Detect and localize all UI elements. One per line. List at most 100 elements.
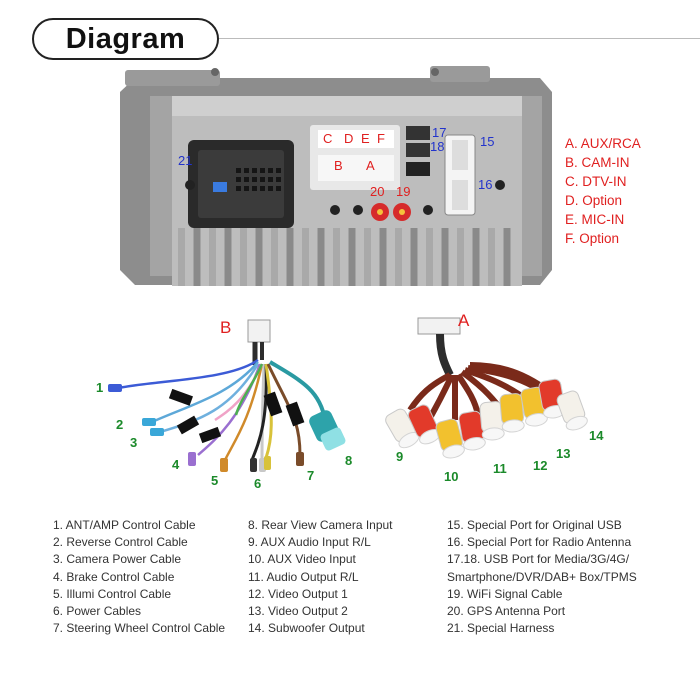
bracket-left: [125, 70, 220, 86]
heatsink-fin: [286, 228, 294, 286]
desc-item: 19. WiFi Signal Cable: [447, 586, 563, 601]
heatsink-fins: [178, 228, 511, 286]
socket-pin: [268, 177, 273, 182]
screw: [211, 68, 219, 76]
screw: [431, 68, 439, 76]
b-num-1: 1: [96, 380, 103, 395]
wire-green: [234, 363, 264, 416]
port-label-15: 15: [480, 134, 494, 149]
wire-tag: [168, 388, 193, 406]
mini-port: [406, 162, 430, 176]
desc-item: 1. ANT/AMP Control Cable: [53, 518, 196, 532]
desc-item: 10. AUX Video Input: [248, 552, 356, 567]
socket-pin: [268, 186, 273, 191]
socket-pin: [260, 168, 265, 173]
heatsink-fin: [224, 228, 232, 286]
description-column-3: 15. Special Port for Original USB 16. Sp…: [447, 517, 637, 637]
desc-item: 17.18. USB Port for Media/3G/4G/: [447, 552, 630, 567]
bracket-right: [430, 66, 490, 82]
desc-item: 20. GPS Antenna Port: [447, 604, 566, 619]
a-num-11: 11: [493, 461, 507, 476]
heatsink-fin: [410, 228, 418, 286]
heatsink-fin: [302, 228, 309, 286]
description-column-1: 1. ANT/AMP Control Cable 2. Reverse Cont…: [53, 517, 225, 637]
port-legend: A. AUX/RCA B. CAM-IN C. DTV-IN D. Option…: [565, 134, 641, 248]
tip-7: [296, 452, 304, 466]
wire-5: [223, 363, 264, 461]
socket-fuse: [213, 182, 227, 192]
socket-pin: [260, 186, 265, 191]
desc-item: 15. Special Port for Original USB: [447, 518, 622, 532]
harness-a-label: A: [458, 311, 470, 330]
a-num-13: 13: [556, 446, 570, 461]
wire-tag: [285, 401, 305, 427]
special-port-15: [452, 140, 468, 170]
legend-item-c: C. DTV-IN: [565, 174, 627, 189]
socket-pin: [252, 168, 257, 173]
title-badge: Diagram: [32, 18, 219, 60]
port-label-18: 18: [430, 139, 444, 154]
desc-item: 13. Video Output 2: [248, 604, 348, 619]
side-plate-left: [150, 96, 172, 276]
harness-a-plug: [417, 317, 461, 335]
wire-6c: [264, 363, 273, 459]
heatsink-fin: [240, 228, 247, 286]
socket-pin: [252, 186, 257, 191]
harness-b-label: B: [220, 318, 231, 337]
b-num-3: 3: [130, 435, 137, 450]
wire-3: [159, 363, 260, 434]
mount-hole: [185, 180, 195, 190]
desc-item: 14. Subwoofer Output: [248, 621, 365, 636]
heatsink-fin: [333, 228, 340, 286]
port-row-top: [318, 130, 394, 148]
heatsink-fin: [348, 228, 356, 286]
port-label-c: C: [323, 131, 332, 146]
port-label-e: E: [361, 131, 370, 146]
b-num-4: 4: [172, 457, 180, 472]
rca-plug: [407, 404, 441, 445]
desc-item: 7. Steering Wheel Control Cable: [53, 621, 226, 636]
socket-pin: [236, 177, 241, 182]
tip-4: [188, 452, 196, 466]
heatsink-fin: [364, 228, 371, 286]
rca-plugs: [385, 378, 588, 459]
head-unit: C D E F B A 21 17 18 15 16 20 19: [120, 66, 552, 286]
legend-item-f: F. Option: [565, 231, 620, 246]
usb-port-18: [406, 143, 430, 157]
socket-pin: [268, 168, 273, 173]
usb-port-17: [406, 126, 430, 140]
heatsink-fin: [379, 228, 387, 286]
description-column-2: 8. Rear View Camera Input 9. AUX Audio I…: [248, 517, 393, 637]
side-plate-right: [522, 96, 542, 276]
heatsink-fin: [209, 228, 216, 286]
heatsink-fin: [441, 228, 449, 286]
rca-plug: [458, 410, 486, 451]
mount-hole: [330, 205, 340, 215]
b-num-5: 5: [211, 473, 218, 488]
socket-pin: [236, 186, 241, 191]
port-label-f: F: [377, 131, 385, 146]
b-num-8: 8: [345, 453, 352, 468]
heatsink-fin: [472, 228, 480, 286]
b-num-6: 6: [254, 476, 261, 491]
port-row-bottom: [318, 155, 394, 181]
rca-plug: [499, 393, 525, 433]
desc-item: 16. Special Port for Radio Antenna: [447, 535, 632, 550]
harness-b-plug: [247, 319, 271, 343]
socket-pin: [236, 168, 241, 173]
socket-pins: [236, 168, 281, 191]
port-label-21: 21: [178, 153, 192, 168]
rca-plug: [520, 386, 548, 427]
desc-item: Smartphone/DVR/DAB+ Box/TPMS: [447, 569, 637, 584]
b-num-7: 7: [307, 468, 314, 483]
rca-plug: [556, 390, 588, 431]
heatsink-fin: [488, 228, 495, 286]
socket-inner: [198, 150, 284, 218]
socket-pin: [244, 168, 249, 173]
tip-3: [150, 428, 164, 436]
a-num-12: 12: [533, 458, 547, 473]
port-label-b: B: [334, 158, 343, 173]
desc-item: 9. AUX Audio Input R/L: [248, 535, 371, 550]
tip-1: [108, 384, 122, 392]
legend-item-b: B. CAM-IN: [565, 155, 630, 170]
